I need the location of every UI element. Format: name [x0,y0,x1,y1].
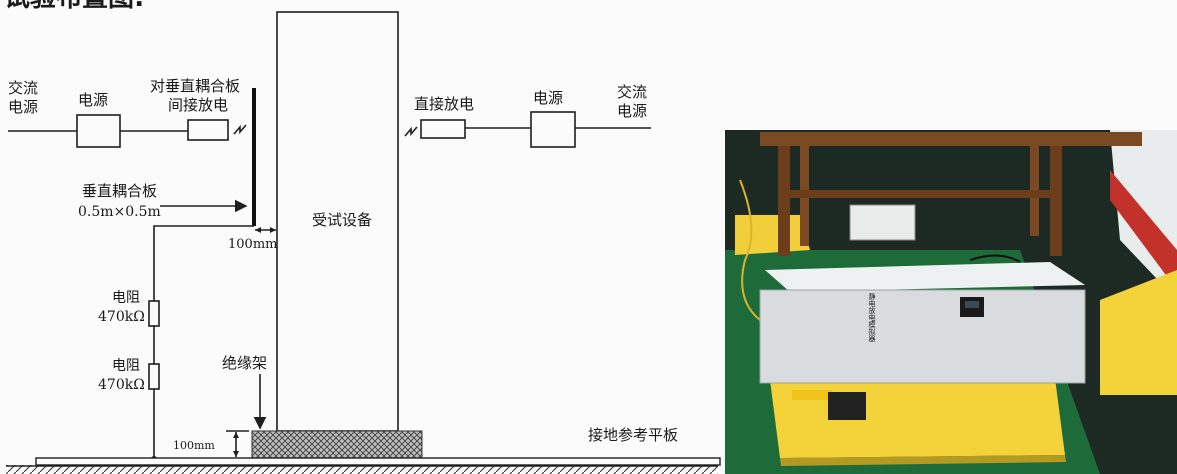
indirect-discharge-label-1: 对垂直耦合板 [150,77,240,95]
resistor-2-label-2: 470kΩ [98,377,145,393]
indirect-discharge-gun-box [187,119,229,141]
vcp-gap-dimension: 100mm [228,237,277,252]
power-supply-right-box [530,111,576,148]
spark-icon-left [233,124,247,135]
photo-device-panel-text: 静电放电模拟器 [868,292,876,343]
figure-heading: 试验布置图: [4,0,144,13]
power-supply-left-label: 电源 [78,91,108,109]
ground-reference-plane [35,457,721,466]
eut-label: 受试设备 [312,211,372,229]
photo-device-body [759,289,1086,384]
insulating-support [251,430,423,459]
support-height-dimension: 100mm [173,439,215,452]
ac-source-right-label-1: 交流 [617,83,647,101]
resistor-1-label-1: 电阻 [112,290,140,306]
ac-source-left-label-1: 交流 [8,79,38,97]
ac-source-left-label-2: 电源 [8,98,38,116]
insulating-support-label: 绝缘架 [222,354,267,372]
resistor-1 [148,300,160,327]
ac-source-right-label-2: 电源 [617,102,647,120]
power-supply-left-box [76,114,121,148]
indirect-discharge-label-2: 间接放电 [168,96,228,114]
resistor-2 [148,363,160,390]
direct-discharge-gun-box [420,119,466,139]
vcp-label-1: 垂直耦合板 [82,182,157,200]
resistor-1-label-2: 470kΩ [98,309,145,325]
resistor-2-label-1: 电阻 [112,358,140,374]
spark-icon-right [404,126,418,137]
power-supply-right-label: 电源 [533,89,563,107]
direct-discharge-label: 直接放电 [414,95,474,113]
test-setup-photo: 静电放电模拟器 [725,130,1177,474]
ground-plane-label: 接地参考平板 [588,426,678,444]
vcp-label-2: 0.5m×0.5m [78,204,161,220]
